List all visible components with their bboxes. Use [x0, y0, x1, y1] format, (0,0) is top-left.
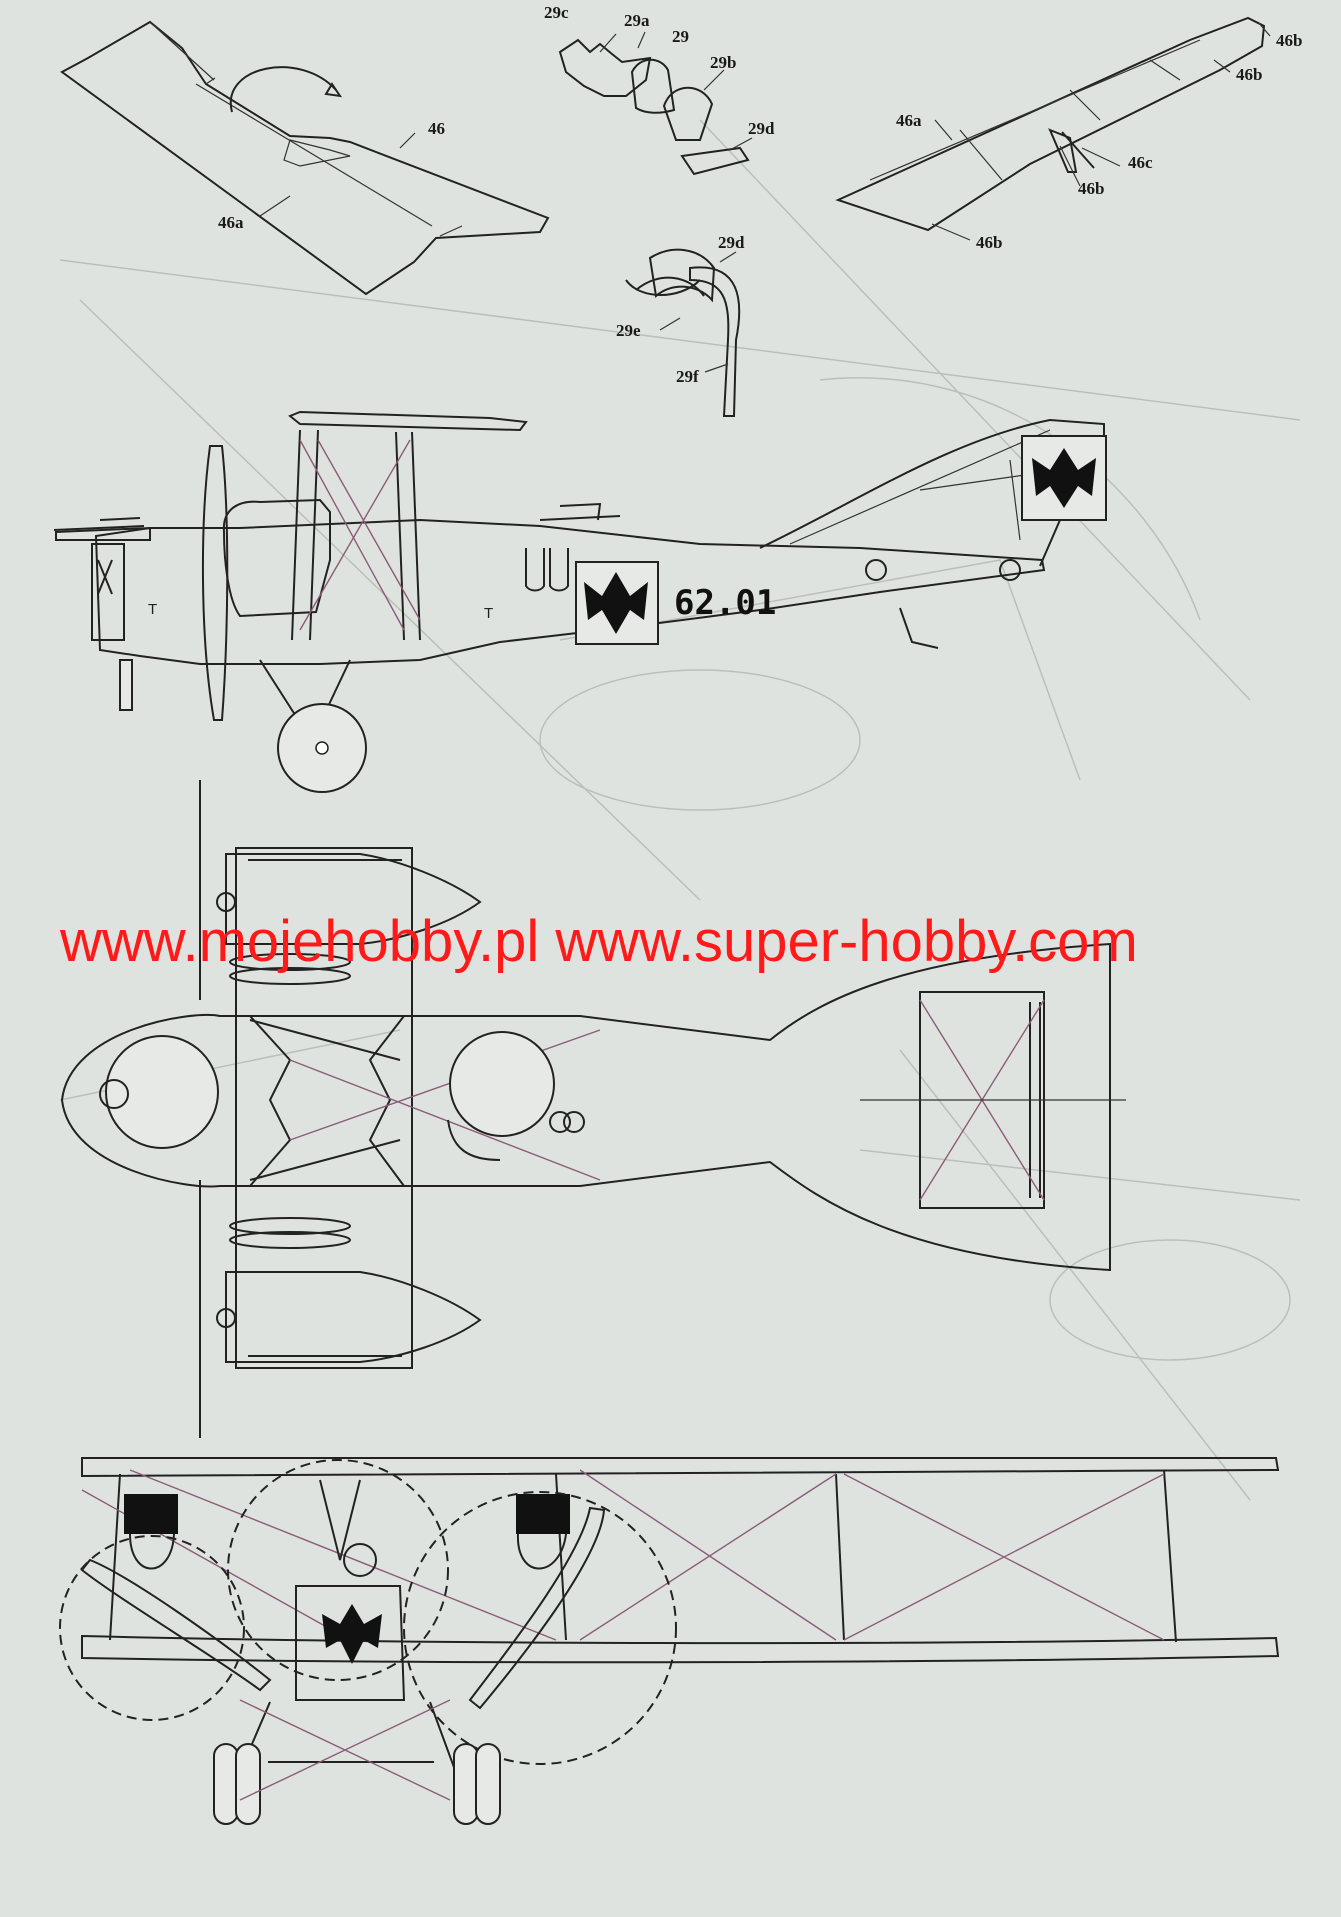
seat-parts-29-diagram: [558, 31, 753, 417]
part-label-29c: 29c: [544, 3, 569, 22]
part-label-46b-3: 46b: [1078, 179, 1104, 198]
fuselage-mark-cockpit: T: [484, 605, 493, 622]
part-label-29d: 29d: [718, 233, 745, 252]
part-label-29a: 29a: [624, 11, 650, 30]
part-label-46b-2: 46b: [1236, 65, 1262, 84]
part-label-29b: 29b: [710, 53, 736, 72]
part-label-46b-1: 46b: [1276, 31, 1302, 50]
wing-part-46-variant-diagram: [835, 16, 1271, 241]
aircraft-top-view: [60, 780, 1126, 1438]
watermark-text: www.mojehobby.pl www.super-hobby.com: [60, 909, 1138, 974]
fuselage-mark-nose: T: [148, 601, 157, 618]
wing-part-46-diagram: [60, 20, 550, 296]
part-label-46: 46: [428, 119, 445, 138]
engine-nacelle-top: [225, 853, 482, 985]
part-label-29d-top: 29d: [748, 119, 775, 138]
part-label-29: 29: [672, 27, 689, 46]
part-label-46a-left: 46a: [218, 213, 244, 232]
part-label-46b-4: 46b: [976, 233, 1002, 252]
background-ghost-drawing: [59, 119, 1301, 1501]
registration-number: 62.01: [674, 583, 776, 623]
aircraft-front-view: [59, 1457, 1280, 1825]
aircraft-side-view: 62.01 T T: [53, 410, 1107, 793]
engine-nacelle-bottom: [225, 1217, 482, 1363]
part-labels: 46 46a 29c 29a 29 29b 29d 29d 29e 29f 46…: [218, 3, 1302, 386]
part-label-46c: 46c: [1128, 153, 1153, 172]
part-label-29f: 29f: [676, 367, 699, 386]
part-label-29e: 29e: [616, 321, 641, 340]
part-label-46a-right: 46a: [896, 111, 922, 130]
